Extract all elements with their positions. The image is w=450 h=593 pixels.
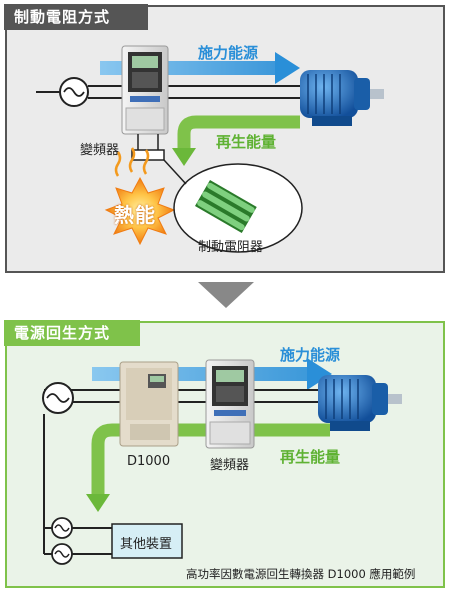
motor-bottom (318, 375, 402, 431)
regen-arrow-top (172, 115, 300, 166)
power-flow-label-bottom: 施力能源 (280, 346, 341, 364)
resistor-label: 制動電阻器 (198, 240, 264, 255)
power-flow-label-top: 施力能源 (198, 44, 259, 62)
panel-title-bottom: 電源回生方式 (4, 320, 140, 346)
panel-braking-resistor: 制動電阻方式 (4, 4, 444, 272)
inverter-label-top: 變頻器 (80, 143, 120, 158)
heat-label: 熱能 (114, 203, 156, 227)
panel-power-regeneration: 電源回生方式 (4, 320, 444, 587)
wiring-top (36, 85, 300, 99)
inverter-unit-top (121, 45, 169, 135)
panel-title-top: 制動電阻方式 (4, 4, 148, 30)
regen-label-top: 再生能量 (216, 133, 277, 151)
inverter-unit-bottom (205, 359, 255, 449)
transition-arrow (198, 282, 254, 308)
motor-top (300, 70, 384, 126)
resistor-callout (163, 159, 303, 253)
regen-label-bottom: 再生能量 (280, 448, 341, 466)
ac-source-small-2 (51, 543, 73, 565)
d1000-label: D1000 (127, 454, 171, 469)
other-devices-label: 其他裝置 (120, 537, 173, 552)
inverter-label-bottom: 變頻器 (210, 458, 250, 473)
heat-burst-icon (104, 147, 176, 246)
other-devices-box (111, 523, 183, 559)
ac-source-bottom (42, 382, 74, 414)
ac-source-small-1 (51, 517, 73, 539)
d1000-converter-unit (119, 361, 179, 447)
diagram-caption: 高功率因數電源回生轉換器 D1000 應用範例 (186, 567, 416, 581)
regen-arrow-bottom (86, 423, 330, 512)
